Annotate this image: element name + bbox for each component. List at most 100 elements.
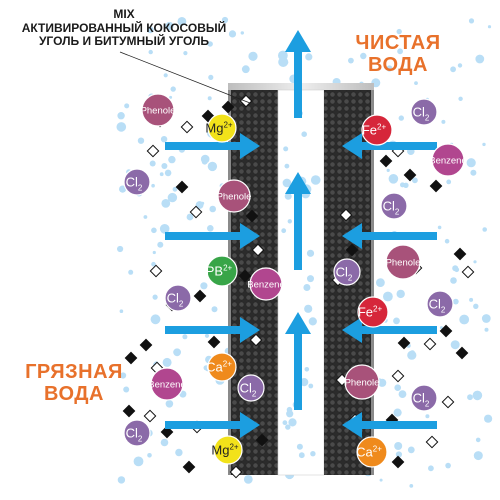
magnesium-ion-label: Mg2+	[205, 121, 233, 136]
water-droplet	[452, 298, 459, 305]
chlorine-molecule: Cl2	[410, 384, 438, 412]
water-droplet	[152, 294, 158, 300]
calcium-ion: Ca2+	[206, 352, 237, 382]
water-droplet	[116, 122, 127, 132]
chlorine-molecule-label: Cl2	[383, 199, 400, 217]
chlorine-molecule-label: Cl2	[413, 105, 430, 123]
water-droplet	[183, 51, 188, 56]
water-droplet	[123, 386, 130, 393]
calcium-ion-label: Ca2+	[356, 445, 382, 460]
water-droplet	[143, 215, 148, 219]
water-droplet	[473, 303, 479, 309]
water-droplet	[469, 297, 474, 302]
chlorine-molecule-circle	[380, 192, 408, 220]
water-droplet	[169, 95, 173, 99]
water-droplet	[207, 225, 214, 232]
water-droplet	[467, 394, 473, 401]
black-particle	[182, 460, 196, 474]
water-droplet	[484, 414, 493, 423]
phenol-molecule-label: Phenole	[217, 191, 252, 202]
chlorine-molecule-circle	[426, 290, 454, 318]
water-droplet	[459, 314, 470, 325]
water-droplet	[161, 163, 168, 169]
benzene-molecule-label: Benzene	[429, 155, 467, 166]
water-droplet	[394, 442, 403, 450]
water-droplet	[172, 186, 178, 192]
water-droplet	[133, 456, 144, 467]
water-droplet	[482, 142, 486, 147]
water-droplet	[159, 224, 170, 234]
water-droplet	[472, 390, 483, 401]
water-droplet	[450, 277, 457, 284]
chlorine-molecule: Cl2	[237, 374, 265, 402]
water-droplet	[278, 50, 288, 61]
white-particle	[391, 369, 405, 383]
water-droplet	[395, 451, 402, 458]
water-droplet	[148, 49, 153, 55]
chlorine-molecule: Cl2	[410, 98, 438, 126]
water-droplet	[119, 309, 124, 314]
white-particle	[149, 264, 163, 278]
phenol-molecule-label: Phenole	[345, 377, 380, 388]
water-droplet	[221, 16, 229, 24]
benzene-molecule: Benzene	[247, 267, 285, 301]
water-droplet	[204, 333, 210, 338]
water-droplet	[378, 378, 387, 387]
black-particle	[397, 336, 411, 350]
water-droplet	[281, 228, 287, 234]
water-droplet	[151, 261, 156, 267]
chlorine-molecule: Cl2	[426, 290, 454, 318]
white-particle	[189, 205, 203, 219]
water-droplet	[161, 199, 171, 208]
water-droplet	[117, 476, 126, 484]
water-droplet	[428, 465, 434, 472]
water-droplet	[119, 185, 127, 193]
iron-ion-label: Fe2+	[362, 123, 387, 138]
magnesium-ion-label: Mg2+	[211, 443, 239, 458]
black-particle	[124, 351, 138, 365]
black-particle	[391, 455, 405, 469]
flow-arrow-shaft	[165, 232, 240, 240]
water-droplet	[296, 443, 303, 450]
magnesium-ion-circle	[207, 113, 237, 143]
white-particle	[425, 435, 439, 449]
chlorine-molecule-circle	[123, 168, 151, 196]
phenol-molecule: Phenole	[217, 179, 252, 213]
white-particle	[339, 208, 353, 222]
water-droplet	[393, 317, 400, 325]
water-droplet	[241, 65, 250, 74]
water-droplet	[124, 103, 130, 109]
flow-arrow-head	[342, 317, 362, 343]
water-droplet	[147, 453, 152, 458]
black-particle	[193, 289, 207, 303]
water-droplet	[305, 53, 313, 61]
water-droplet	[137, 137, 145, 144]
molecules: PhenolePhenolePhenolePhenoleBenzeneBenze…	[123, 93, 467, 468]
water-droplet	[450, 66, 456, 73]
lead-ion-label: PB2+	[206, 264, 233, 279]
water-droplet	[186, 213, 194, 221]
water-droplet	[304, 367, 310, 372]
flow-arrow-head	[285, 30, 311, 52]
benzene-molecule: Benzene	[148, 367, 186, 401]
water-droplet	[398, 115, 404, 121]
water-droplet	[482, 227, 488, 232]
water-droplet	[248, 51, 258, 61]
caption-pointer-line	[119, 51, 251, 104]
water-droplet	[466, 158, 476, 168]
water-droplet	[159, 172, 164, 177]
flow-arrow-head	[285, 172, 311, 194]
magnesium-ion-circle	[213, 435, 243, 465]
water-droplet	[168, 155, 176, 164]
black-particle	[453, 247, 467, 261]
water-droplet	[298, 452, 305, 459]
filter-core	[277, 89, 325, 476]
water-droplet	[284, 192, 292, 200]
benzene-molecule-circle	[431, 143, 465, 177]
water-droplet	[283, 146, 289, 152]
iron-ion: Fe2+	[357, 296, 389, 328]
water-droplet	[386, 65, 393, 72]
water-droplet	[177, 17, 187, 26]
water-droplet	[207, 41, 213, 47]
